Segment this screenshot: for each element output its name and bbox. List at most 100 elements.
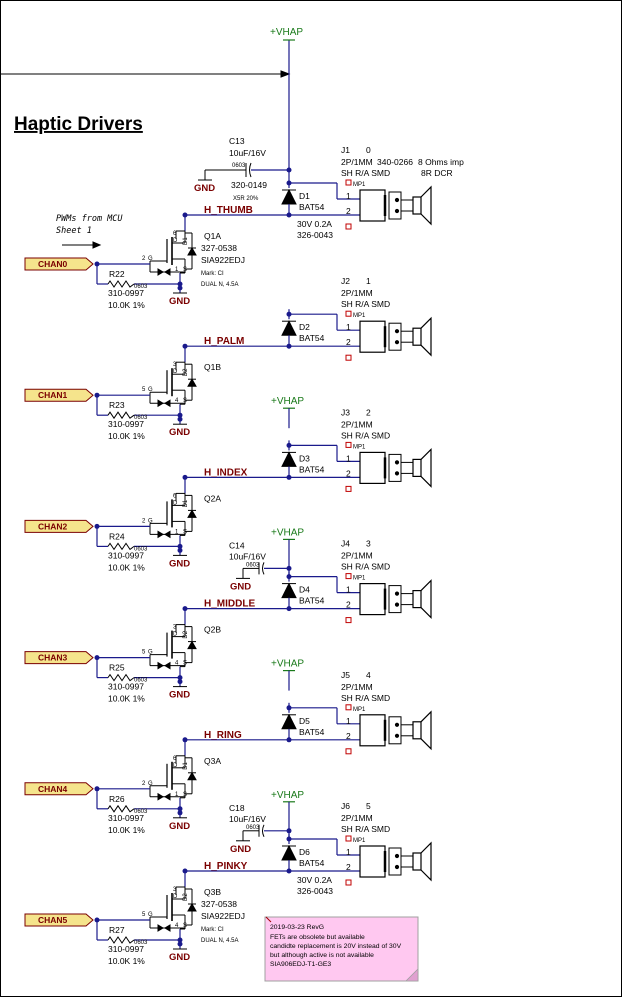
port-label-4: CHAN4: [38, 784, 68, 794]
connector-num-2: 2: [366, 407, 371, 417]
port-shape-2: [24, 519, 94, 533]
diode-rating-0: 30V 0.2A: [297, 219, 332, 229]
fet-body-diode-3: D2: [183, 630, 189, 638]
mp-label-4: MP1: [353, 707, 366, 713]
diode-ref-5: D6: [299, 847, 310, 857]
fet-pin-g-5: G: [148, 912, 153, 918]
fet-mark-0: Mark: CI: [201, 271, 224, 277]
port-shape-5: [24, 913, 94, 927]
fet-pin-s-num-2: 1: [175, 529, 179, 535]
fet-pin-s-0: S: [183, 267, 187, 273]
fet-pin-s-num-3: 4: [175, 661, 179, 667]
fet-pin-d-num-1: 3: [173, 362, 177, 368]
fet-pin-g-num-5: 5: [142, 912, 146, 918]
port-shape-0: [24, 257, 94, 271]
fet-ref-2: Q2A: [204, 493, 221, 503]
c13-pkg: 0603: [232, 163, 246, 169]
res-value-2: 10.0K 1%: [108, 562, 145, 572]
vhap-label-3: +VHAP: [271, 659, 304, 670]
speaker-cone-5: [420, 841, 432, 882]
note-line-4: but although active is not available: [270, 952, 374, 959]
fet-ref-0: Q1A: [204, 231, 221, 241]
net-label-2: H_INDEX: [204, 467, 248, 478]
res-pkg-4: 0603: [134, 809, 148, 815]
note-line-5: SIA906EDJ-T1-GE3: [270, 961, 331, 968]
net-label-0: H_THUMB: [204, 205, 253, 216]
fet-pin-g-num-0: 2: [142, 256, 146, 262]
res-pkg-5: 0603: [134, 940, 148, 946]
speaker-coil-4: [412, 721, 422, 740]
mp-label-1: MP1: [353, 313, 366, 319]
res-ref-3: R25: [109, 663, 125, 673]
fet-pin-s-num-1: 4: [175, 398, 179, 404]
connector-type-5: 2P/1MM: [341, 813, 373, 823]
res-part-4: 310-0997: [108, 813, 144, 823]
mp-label-2: MP1: [353, 444, 366, 450]
c13-spec: X5R 20%: [233, 196, 259, 202]
res-ref-0: R22: [109, 269, 125, 279]
mp-pad-bot-2: [345, 485, 352, 492]
resistor-symbol-2: [107, 542, 135, 551]
net-label-3: H_MIDDLE: [204, 599, 255, 610]
fet-mark-5: Mark: CI: [201, 927, 224, 933]
fet-model-0: SIA922EDJ: [201, 255, 245, 265]
connector-spec-2: SH R/A SMD: [341, 430, 390, 440]
res-value-0: 10.0K 1%: [108, 300, 145, 310]
pin1-5: 1: [346, 847, 351, 857]
mp-pad-top-5: [345, 835, 352, 842]
fet-pin-d-num-3: 3: [173, 625, 177, 631]
port-label-2: CHAN2: [38, 521, 68, 531]
connector-spec-5: SH R/A SMD: [341, 824, 390, 834]
speaker-cone-0: [420, 185, 432, 226]
fet-body-diode-0: D1: [183, 237, 189, 245]
diode-ref-2: D3: [299, 453, 310, 463]
connector-spec-1: SH R/A SMD: [341, 299, 390, 309]
connector-type-3: 2P/1MM: [341, 551, 373, 561]
vhap-label-1: +VHAP: [271, 396, 304, 407]
pin2-0: 2: [346, 206, 351, 216]
fet-pin-s-num-0: 1: [175, 267, 179, 273]
fet-model-5: SIA922EDJ: [201, 911, 245, 921]
mp-pad-top-2: [345, 441, 352, 448]
connector-spec-0: SH R/A SMD: [341, 168, 390, 178]
connector-type-2: 2P/1MM: [341, 419, 373, 429]
diode-model-0: BAT54: [299, 202, 325, 212]
fet-pin-d-0: D: [173, 238, 178, 244]
cap-value-2: 10uF/16V: [229, 551, 266, 561]
fet-pin-g-2: G: [148, 518, 153, 524]
res-ref-5: R27: [109, 925, 125, 935]
plug-1: [388, 322, 402, 351]
fet-pin-d-2: D: [173, 500, 178, 506]
rev-note: 2019-03-23 RevG FETs are obsolete but av…: [264, 916, 419, 982]
res-value-5: 10.0K 1%: [108, 956, 145, 966]
c13-gnd: GND: [194, 183, 215, 194]
fet-pin-d-num-4: 6: [173, 756, 177, 762]
speaker-coil-2: [412, 458, 422, 477]
net-label-4: H_RING: [204, 730, 242, 741]
mp-pad-bot-0: [345, 223, 352, 230]
connector-num-3: 3: [366, 539, 371, 549]
mp-label-5: MP1: [353, 838, 366, 844]
fet-pin-d-1: D: [173, 369, 178, 375]
speaker-cone-4: [420, 710, 432, 751]
fet-pin-g-num-1: 5: [142, 387, 146, 393]
pin1-0: 1: [346, 191, 351, 201]
channel-2: +VHAPC1410uF/16V0603GNDD3BAT54H_INDEXMP1…: [24, 407, 432, 592]
connector-num-4: 4: [366, 670, 371, 680]
resistor-symbol-3: [107, 673, 135, 682]
speaker-coil-5: [412, 852, 422, 871]
fet-pin-g-3: G: [148, 650, 153, 656]
connector-ref-4: J5: [341, 670, 350, 680]
pin2-5: 2: [346, 862, 351, 872]
pin1-3: 1: [346, 585, 351, 595]
resistor-symbol-4: [107, 804, 135, 813]
res-pkg-1: 0603: [134, 415, 148, 421]
diode-model-2: BAT54: [299, 464, 325, 474]
fet-pin-s-2: S: [183, 529, 187, 535]
cap-value-4: 10uF/16V: [229, 814, 266, 824]
cap-ref-2: C14: [229, 540, 245, 550]
speaker-coil-1: [412, 327, 422, 346]
fet-ref-1: Q1B: [204, 362, 221, 372]
